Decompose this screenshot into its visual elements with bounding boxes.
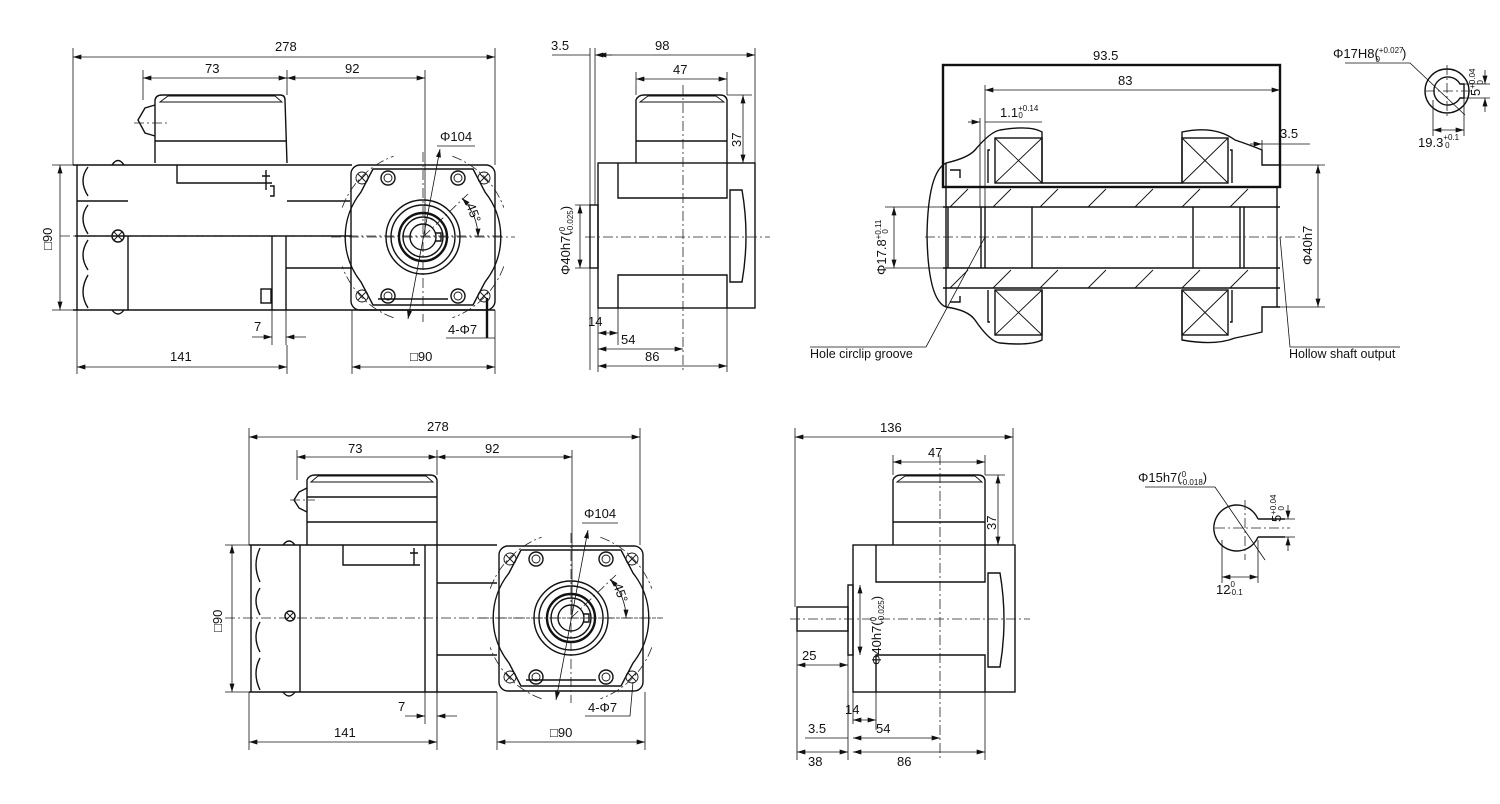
dim-mounting-holes: 4-Φ7	[448, 322, 477, 337]
motor-body	[60, 159, 505, 315]
dim-shaft-length: 25	[802, 648, 816, 663]
dim-pilot: Φ40h7(0-0.025)	[558, 206, 575, 275]
solid-shaft-keyway-detail: Φ15h7(0-0.018) 5+0.040 120-0.1	[1138, 470, 1295, 597]
dim-flange-square: □90	[410, 349, 432, 364]
dim-box-height: 37	[729, 133, 744, 147]
dimensions: 278 73 92 □90 7 141 □90 4-Φ7 Φ104 45°	[210, 419, 646, 750]
dim-to-center: 54	[876, 721, 890, 736]
dim-flange-thickness: 14	[845, 702, 859, 717]
dim-overall-length: 278	[427, 419, 449, 434]
dim-pilot: Φ40h7	[1300, 226, 1315, 265]
dim-bolt-circle: Φ104	[440, 129, 472, 144]
dim-angle: 45°	[463, 201, 484, 225]
dim-flange-thickness: 14	[588, 314, 602, 329]
dim-shaft-extension: 38	[808, 754, 822, 769]
dim-bearing-span: 83	[1118, 73, 1132, 88]
motor-body	[225, 540, 660, 697]
end-view-lower: 136 47 37 Φ40h7(0-0.025) 25 14 54 3.5 38…	[790, 420, 1030, 769]
dim-hollow-key-width: 5+0.040	[1468, 68, 1485, 96]
dimensions: 136 47 37 Φ40h7(0-0.025) 25 14 54 3.5 38…	[794, 420, 1014, 769]
dim-flange-square: □90	[550, 725, 572, 740]
dim-housing-length: 93.5	[1093, 48, 1118, 63]
dim-angle: 45°	[610, 581, 631, 605]
dim-box-to-center: 92	[345, 61, 359, 76]
dim-height: □90	[210, 610, 225, 632]
dim-to-center: 54	[621, 332, 635, 347]
gearbox-front-face	[479, 530, 663, 703]
dim-body-depth: 86	[897, 754, 911, 769]
dim-overall-depth: 136	[880, 420, 902, 435]
side-view-lower: 278 73 92 □90 7 141 □90 4-Φ7 Φ104 45°	[210, 419, 663, 750]
dim-box-width: 47	[673, 62, 687, 77]
dim-box-width: 47	[928, 445, 942, 460]
dim-height: □90	[40, 228, 55, 250]
dim-mounting-holes: 4-Φ7	[588, 700, 617, 715]
dim-body-depth: 86	[645, 349, 659, 364]
dim-bolt-circle: Φ104	[584, 506, 616, 521]
label-hollow-shaft-output: Hollow shaft output	[1289, 347, 1396, 361]
dim-solid-flat-depth: 120-0.1	[1216, 580, 1243, 597]
dim-motor-length: 141	[334, 725, 356, 740]
dim-setback: 3.5	[551, 38, 569, 53]
dim-gap: 7	[254, 319, 261, 334]
terminal-box	[134, 94, 288, 164]
dim-motor-length: 141	[170, 349, 192, 364]
side-view-upper: 278 73 92 □90 7 141 □90 4-Φ7 Φ104 45°	[40, 39, 515, 374]
dim-solid-key-width: 5+0.040	[1269, 494, 1286, 522]
dim-end-offset: 3.5	[1280, 126, 1298, 141]
dimensions: 3.5 98 47 37 Φ40h7(0-0.025) 14 54 86	[551, 38, 756, 372]
dim-box-to-center: 92	[485, 441, 499, 456]
bearings	[987, 137, 1233, 336]
gearbox-front-face	[331, 149, 515, 322]
label-hole-circlip-groove: Hole circlip groove	[810, 347, 913, 361]
dim-pilot: Φ40h7(0-0.025)	[869, 596, 886, 665]
dim-terminal-box-width: 73	[205, 61, 219, 76]
dim-overall-length: 278	[275, 39, 297, 54]
dim-terminal-box-width: 73	[348, 441, 362, 456]
end-view-upper: 3.5 98 47 37 Φ40h7(0-0.025) 14 54 86	[551, 38, 770, 372]
dim-box-height: 37	[984, 516, 999, 530]
terminal-box	[290, 474, 438, 545]
dim-setback: 3.5	[808, 721, 826, 736]
dimensions: 278 73 92 □90 7 141 □90 4-Φ7 Φ104 45°	[40, 39, 496, 374]
dim-overall-depth: 98	[655, 38, 669, 53]
dim-gap: 7	[398, 699, 405, 714]
dim-bore: Φ17.8+0.110	[874, 219, 890, 275]
dim-solid-shaft: Φ15h7(0-0.018)	[1138, 470, 1207, 487]
